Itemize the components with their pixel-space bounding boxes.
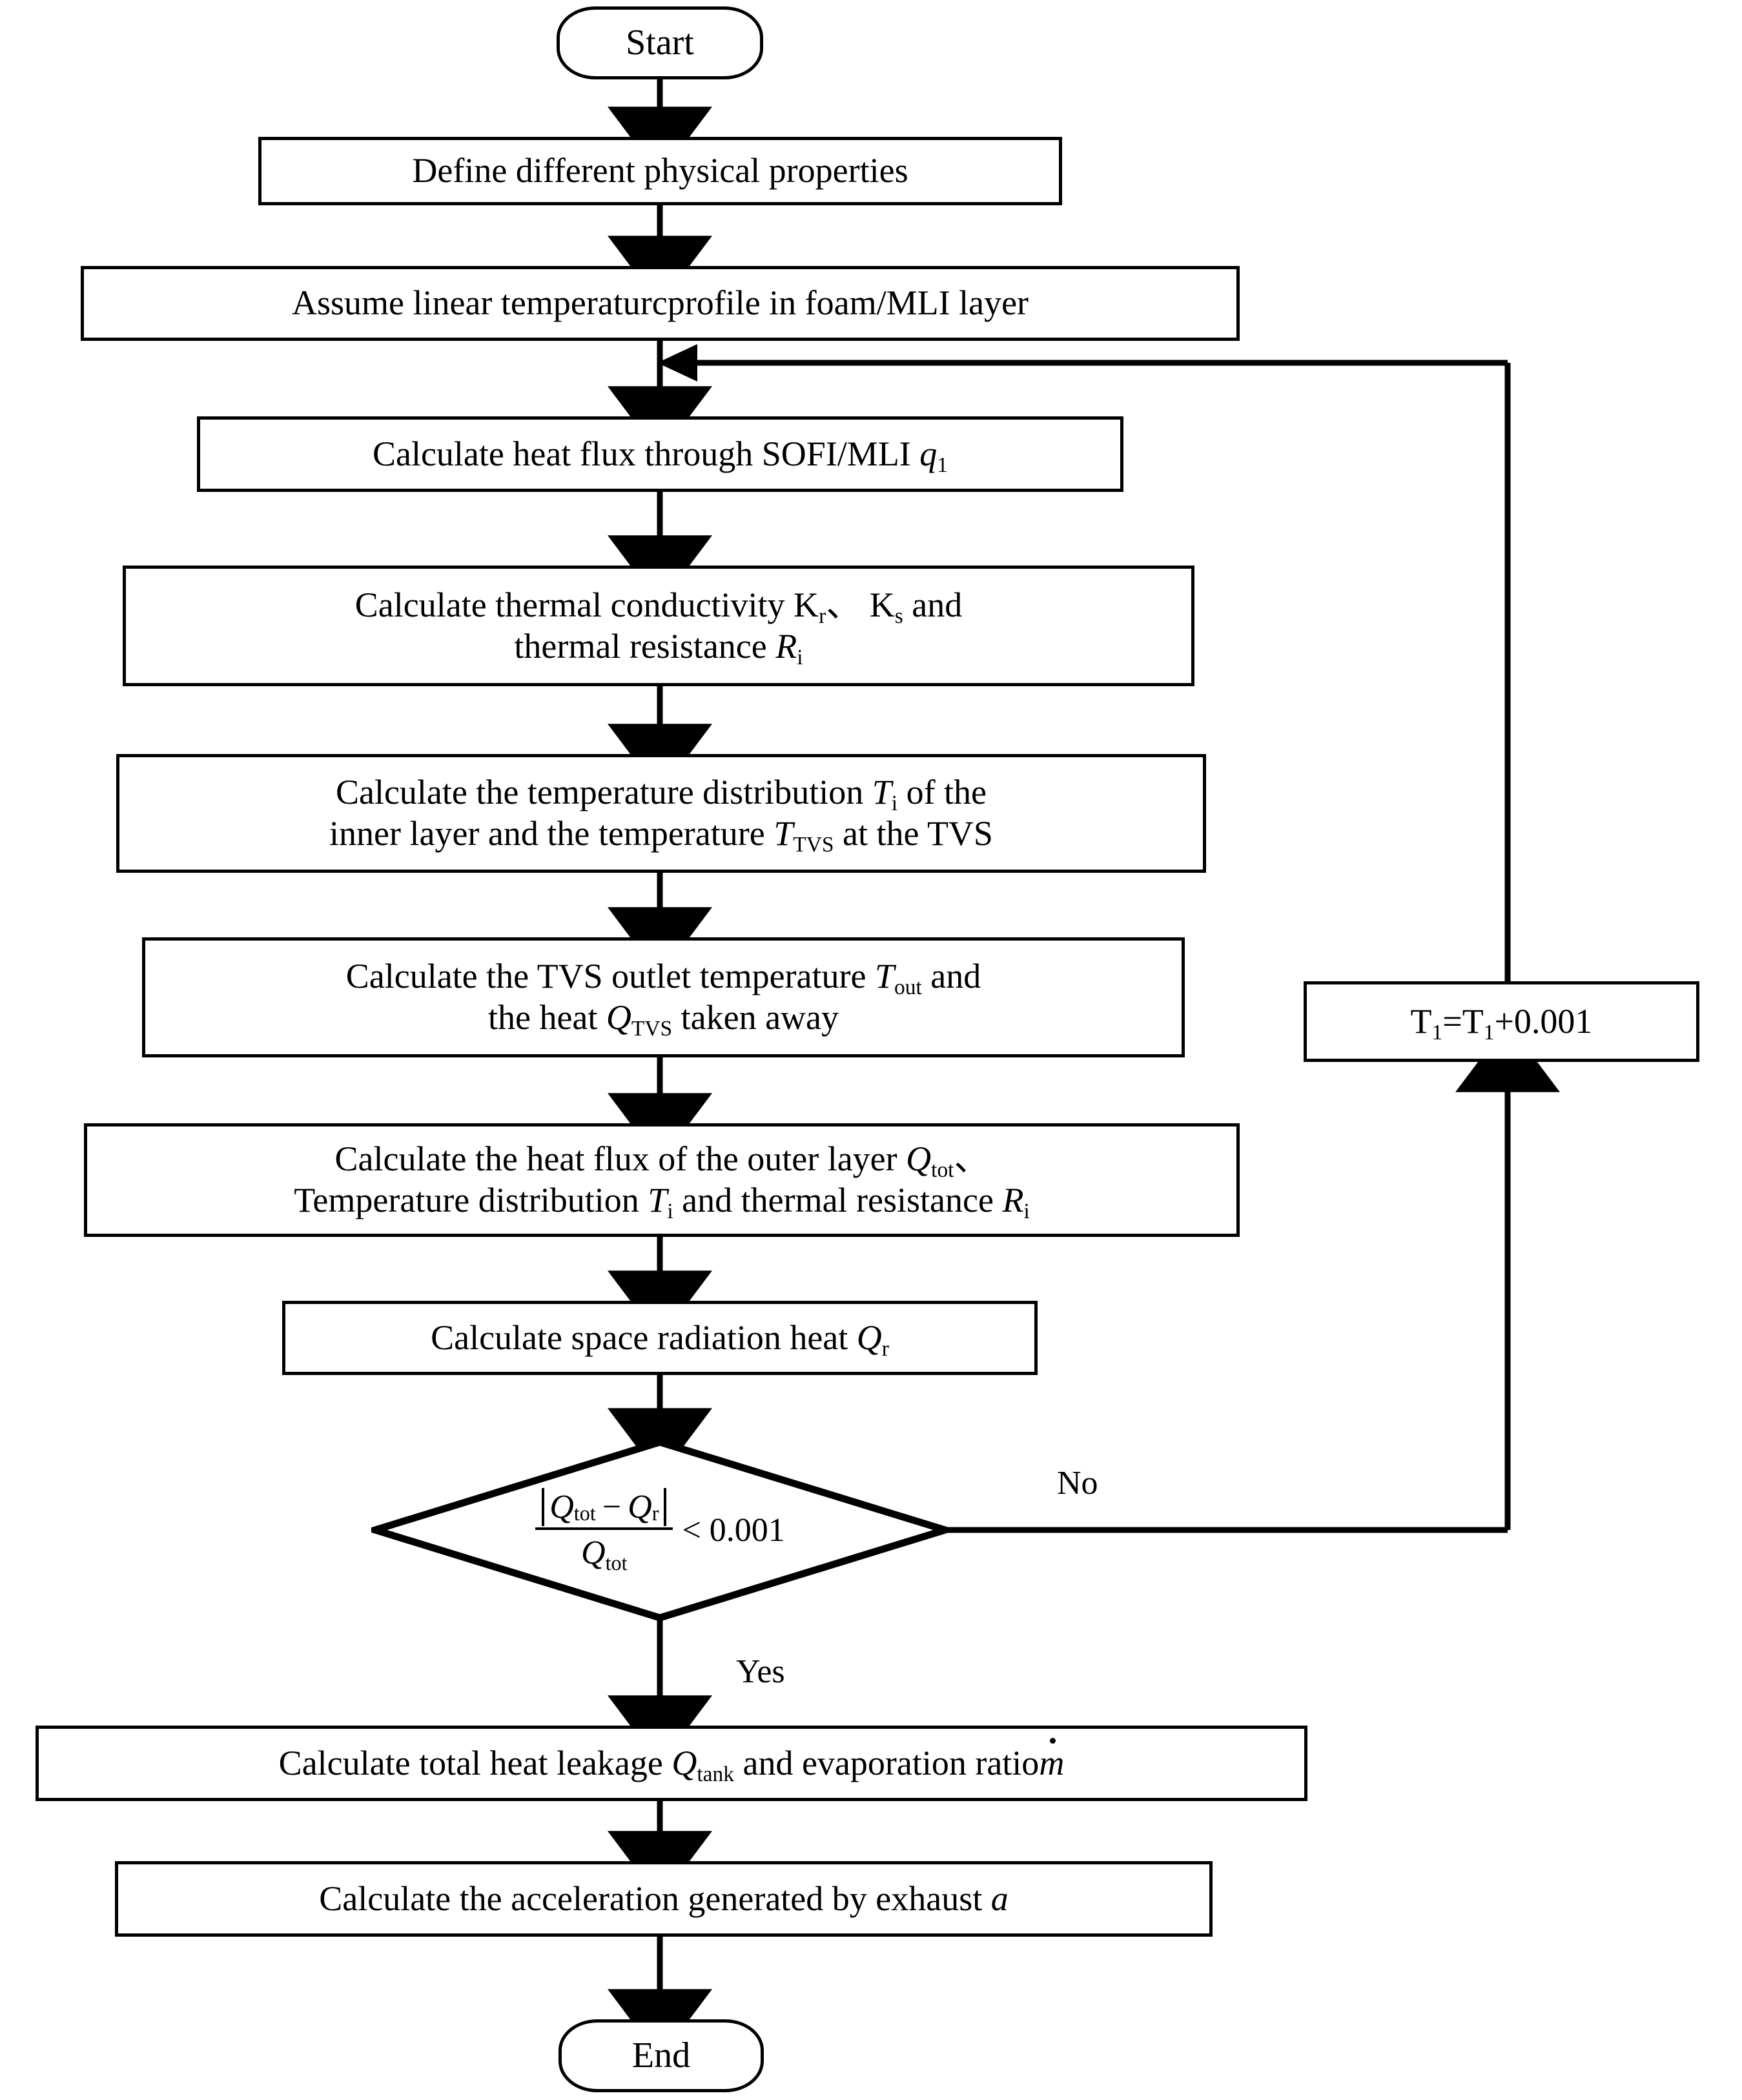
t1-b-sub: 1 bbox=[1483, 1020, 1495, 1045]
radiation-prefix: Calculate space radiation heat bbox=[431, 1318, 857, 1357]
node-start-label: Start bbox=[626, 23, 694, 63]
leak-b: and evaporation ratio bbox=[733, 1743, 1040, 1782]
edge-label-yes: Yes bbox=[736, 1653, 785, 1690]
num-symbol-b: Q bbox=[628, 1489, 652, 1525]
node-assume-linear-profile-label: Assume linear temperaturcprofile in foam… bbox=[291, 283, 1029, 323]
num-symbol-a: Q bbox=[549, 1489, 574, 1525]
tempdist-line1-b: of the bbox=[897, 773, 987, 812]
cond-line1-sub1: r bbox=[819, 604, 826, 628]
heat-flux-symbol-sub: 1 bbox=[937, 453, 948, 477]
cond-line1-sub2: s bbox=[894, 604, 903, 628]
node-total-heat-leakage-label: Calculate total heat leakage Qtank and e… bbox=[39, 1738, 1304, 1786]
radiation-symbol: Q bbox=[856, 1318, 882, 1357]
outer-line2-symbol2: R bbox=[1002, 1181, 1024, 1219]
cond-line1-b: 、 K bbox=[826, 585, 895, 624]
cond-line1-a: Calculate thermal conductivity K bbox=[354, 585, 819, 624]
node-end-label: End bbox=[631, 2035, 691, 2076]
outer-line2-b: and thermal resistance bbox=[673, 1181, 1003, 1219]
node-increment-t1[interactable]: T1=T1+0.001 bbox=[1304, 981, 1699, 1062]
node-define-physical-properties[interactable]: Define different physical properties bbox=[258, 137, 1062, 205]
num-symbol-b-sub: r bbox=[651, 1501, 659, 1525]
node-calculate-acceleration[interactable]: Calculate the acceleration generated by … bbox=[115, 1861, 1213, 1937]
heat-flux-prefix: Calculate heat flux through SOFI/MLI bbox=[372, 434, 920, 473]
node-define-physical-properties-label: Define different physical properties bbox=[412, 151, 908, 190]
tempdist-line2-sub: TVS bbox=[793, 833, 834, 857]
tempdist-line2-b: at the TVS bbox=[834, 814, 993, 853]
node-calculate-outer-layer-flux-label: Calculate the heat flux of the outer lay… bbox=[87, 1139, 1236, 1224]
tvs-line2-sub: TVS bbox=[631, 1017, 673, 1041]
outer-line2-symbol: T bbox=[648, 1181, 668, 1219]
tempdist-line1-a: Calculate the temperature distribution bbox=[335, 773, 872, 812]
num-operator: − bbox=[602, 1489, 622, 1525]
node-end[interactable]: End bbox=[558, 2019, 764, 2092]
den-symbol-sub: tot bbox=[605, 1551, 628, 1575]
cond-line2-sub: i bbox=[797, 645, 803, 669]
node-calculate-space-radiation-label: Calculate space radiation heat Qr bbox=[285, 1318, 1034, 1361]
cond-line2-symbol: R bbox=[775, 626, 797, 666]
convergence-comparison: < 0.001 bbox=[682, 1511, 785, 1549]
tempdist-line1-sub: i bbox=[891, 791, 898, 816]
den-symbol: Q bbox=[581, 1534, 606, 1571]
outer-line1-a: Calculate the heat flux of the outer lay… bbox=[334, 1139, 907, 1179]
node-assume-linear-profile[interactable]: Assume linear temperaturcprofile in foam… bbox=[81, 266, 1240, 341]
t1-a: T bbox=[1410, 1001, 1432, 1041]
heat-flux-symbol: q bbox=[919, 434, 938, 473]
outer-line2-sub: i bbox=[667, 1199, 673, 1224]
node-calculate-temperature-distribution-label: Calculate the temperature distribution T… bbox=[119, 772, 1203, 857]
tvs-line2-b: taken away bbox=[672, 998, 839, 1037]
tvs-line2-a: the heat bbox=[487, 998, 606, 1037]
tempdist-line1-symbol: T bbox=[872, 773, 892, 812]
node-calculate-temperature-distribution[interactable]: Calculate the temperature distribution T… bbox=[116, 754, 1206, 873]
fraction-denominator: Qtot bbox=[575, 1530, 634, 1575]
outer-line1-symbol: Q bbox=[906, 1139, 932, 1179]
outer-line1-sub: tot bbox=[931, 1158, 954, 1183]
t1-a-sub: 1 bbox=[1431, 1020, 1443, 1045]
decision-diamond-shape bbox=[371, 1438, 949, 1622]
node-calculate-heat-flux-sofi[interactable]: Calculate heat flux through SOFI/MLI q1 bbox=[197, 416, 1123, 492]
outer-line2-a: Temperature distribution bbox=[294, 1181, 648, 1219]
leak-symbol-sub: tank bbox=[697, 1762, 734, 1786]
node-total-heat-leakage[interactable]: Calculate total heat leakage Qtank and e… bbox=[36, 1726, 1307, 1801]
node-calculate-space-radiation[interactable]: Calculate space radiation heat Qr bbox=[282, 1301, 1038, 1375]
tvs-line1-b: and bbox=[921, 957, 981, 996]
node-calculate-outer-layer-flux[interactable]: Calculate the heat flux of the outer lay… bbox=[84, 1123, 1240, 1237]
accel-symbol: a bbox=[990, 1879, 1009, 1918]
leak-a: Calculate total heat leakage bbox=[278, 1743, 672, 1782]
edge-label-no: No bbox=[1057, 1465, 1098, 1502]
cond-line2-a: thermal resistance bbox=[514, 626, 776, 666]
tvs-line2-symbol: Q bbox=[606, 998, 631, 1037]
num-symbol-a-sub: tot bbox=[573, 1501, 596, 1525]
node-increment-t1-label: T1=T1+0.001 bbox=[1307, 1001, 1696, 1045]
leak-mass-flow-symbol: m bbox=[1039, 1738, 1064, 1784]
t1-tail: +0.001 bbox=[1494, 1001, 1593, 1041]
node-calculate-thermal-conductivity[interactable]: Calculate thermal conductivity Kr、 Ks an… bbox=[123, 566, 1194, 686]
tempdist-line2-symbol: T bbox=[774, 814, 794, 853]
radiation-symbol-sub: r bbox=[881, 1336, 889, 1361]
node-calculate-tvs-outlet[interactable]: Calculate the TVS outlet temperature Tou… bbox=[142, 937, 1185, 1057]
tvs-line1-symbol: T bbox=[874, 957, 895, 996]
outer-line1-b: 、 bbox=[954, 1139, 989, 1179]
tempdist-line2-a: inner layer and the temperature bbox=[329, 814, 774, 853]
feedback-arrowhead bbox=[657, 344, 697, 382]
cond-line1-c: and bbox=[903, 585, 963, 624]
node-start[interactable]: Start bbox=[557, 6, 763, 79]
accel-a: Calculate the acceleration generated by … bbox=[319, 1879, 991, 1918]
tvs-line1-sub: out bbox=[894, 975, 922, 1000]
tvs-line1-a: Calculate the TVS outlet temperature bbox=[345, 957, 875, 996]
leak-symbol: Q bbox=[671, 1743, 697, 1782]
t1-eq: =T bbox=[1442, 1001, 1484, 1041]
node-calculate-heat-flux-sofi-label: Calculate heat flux through SOFI/MLI q1 bbox=[200, 434, 1120, 477]
outer-line2-sub2: i bbox=[1023, 1199, 1030, 1224]
node-calculate-tvs-outlet-label: Calculate the TVS outlet temperature Tou… bbox=[145, 956, 1182, 1041]
node-calculate-acceleration-label: Calculate the acceleration generated by … bbox=[118, 1879, 1209, 1920]
node-calculate-thermal-conductivity-label: Calculate thermal conductivity Kr、 Ks an… bbox=[126, 585, 1191, 669]
